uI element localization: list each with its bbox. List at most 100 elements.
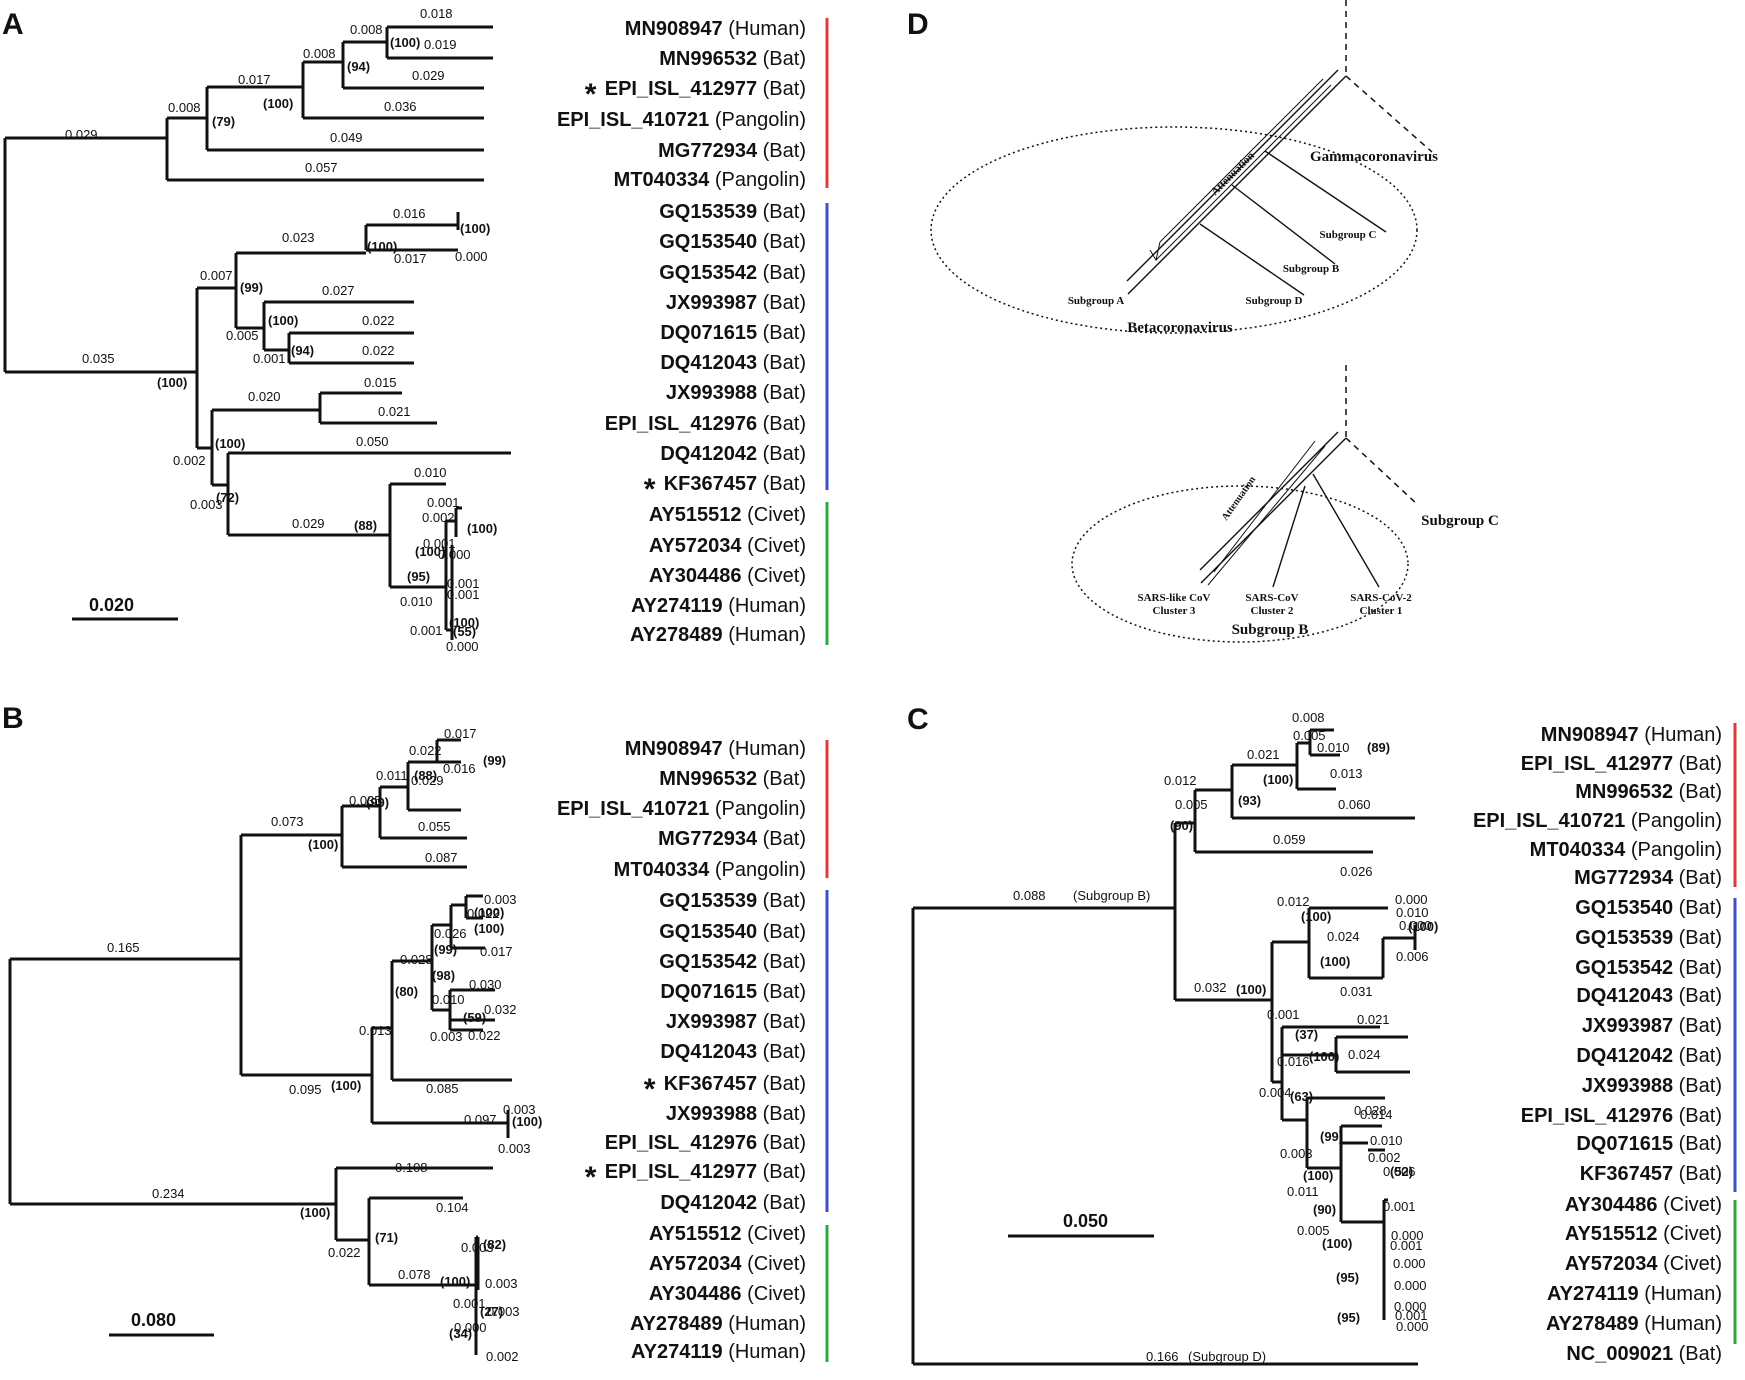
bootstrap-label: (52) xyxy=(1390,1164,1413,1179)
branch-length-label: 0.012 xyxy=(1277,894,1310,909)
branch-length-label: 0.055 xyxy=(418,819,451,834)
tip-label: DQ412043 (Bat) xyxy=(660,1041,806,1063)
tip-label: DQ071615 (Bat) xyxy=(660,981,806,1003)
branch-length-label: 0.035 xyxy=(82,351,115,366)
branch-length-label: 0.022 xyxy=(328,1245,361,1260)
branch-length-label: 0.073 xyxy=(271,814,304,829)
branch-length-label: 0.022 xyxy=(409,743,442,758)
tip-accession: EPI_ISL_412976 xyxy=(605,413,757,435)
branch-length-label: 0.001 xyxy=(427,495,460,510)
tip-label: JX993987 (Bat) xyxy=(1582,1015,1722,1037)
bootstrap-label: (100) xyxy=(300,1205,330,1220)
branch-length-label: 0.017 xyxy=(480,944,513,959)
tip-label: AY572034 (Civet) xyxy=(649,535,806,557)
branch-length-label: 0.078 xyxy=(398,1267,431,1282)
schematic-label: Subgroup B xyxy=(1232,622,1309,638)
tip-label: AY572034 (Civet) xyxy=(649,1253,806,1275)
asterisk-marker: * xyxy=(644,473,656,506)
panel-a-tip-labels: MN908947 (Human)MN996532 (Bat)EPI_ISL_41… xyxy=(557,18,806,646)
tip-label: MN996532 (Bat) xyxy=(659,48,806,70)
panel-c-branch-labels: 0.0080.0050.0100.0210.0130.0120.0600.005… xyxy=(1013,710,1432,1364)
tip-accession: MN908947 xyxy=(1541,724,1639,746)
tip-accession: JX993987 xyxy=(666,1011,757,1033)
tip-accession: DQ412043 xyxy=(1576,985,1673,1007)
bootstrap-label: (72) xyxy=(216,490,239,505)
branch-length-label: 0.001 xyxy=(253,351,286,366)
tip-accession: AY515512 xyxy=(649,504,742,526)
tip-accession: GQ153542 xyxy=(659,951,757,973)
tip-accession: EPI_ISL_412977 xyxy=(605,78,757,100)
branch-length-label: 0.060 xyxy=(1338,797,1371,812)
bootstrap-label: (100) xyxy=(157,375,187,390)
tip-label: JX993987 (Bat) xyxy=(666,292,806,314)
branch-length-label: 0.088 xyxy=(1013,888,1046,903)
tip-label: MN908947 (Human) xyxy=(625,18,806,40)
branch-length-label: 0.029 xyxy=(65,127,98,142)
branch-length-label: 0.008 xyxy=(168,100,201,115)
tip-label: MN996532 (Bat) xyxy=(659,768,806,790)
tip-accession: MG772934 xyxy=(1574,867,1674,889)
tip-accession: KF367457 xyxy=(664,1073,757,1095)
tip-host: (Bat) xyxy=(757,352,806,374)
panel-b-support-labels: (99)(88)(99)(100)(100)(100)(99)(98)(59)(… xyxy=(300,753,542,1341)
tip-host: (Civet) xyxy=(1658,1194,1722,1216)
tip-host: (Pangolin) xyxy=(709,169,806,191)
tip-label: EPI_ISL_412977 (Bat) xyxy=(1521,753,1722,775)
tip-accession: MN908947 xyxy=(625,18,723,40)
branch-length-label: 0.016 xyxy=(1277,1054,1310,1069)
bootstrap-label: (55) xyxy=(453,624,476,639)
tip-label: DQ412043 (Bat) xyxy=(1576,985,1722,1007)
branch-length-label: 0.024 xyxy=(1348,1047,1381,1062)
bootstrap-label: (100) xyxy=(1322,1236,1352,1251)
tip-accession: GQ153542 xyxy=(1575,957,1673,979)
branch-length-label: 0.022 xyxy=(362,313,395,328)
branch-length-label: 0.021 xyxy=(1357,1012,1390,1027)
branch-length-label: 0.001 xyxy=(453,1296,486,1311)
tip-label: MG772934 (Bat) xyxy=(658,140,806,162)
panel-c-support-labels: (89)(100)(93)(90)(100)(100)(100)(100)(37… xyxy=(1170,740,1438,1325)
tip-host: (Civet) xyxy=(1658,1253,1722,1275)
branch-length-label: 0.022 xyxy=(467,906,500,921)
tip-host: (Civet) xyxy=(742,504,806,526)
tip-accession: MN996532 xyxy=(659,48,757,70)
tip-host: (Bat) xyxy=(1673,753,1722,775)
branch-length-label: 0.002 xyxy=(173,453,206,468)
branch-length-label: 0.003 xyxy=(498,1141,531,1156)
branch-length-label: 0.016 xyxy=(443,761,476,776)
tip-label: EPI_ISL_410721 (Pangolin) xyxy=(557,798,806,820)
branch-length-label: 0.011 xyxy=(1287,1184,1319,1199)
tip-accession: AY304486 xyxy=(1565,1194,1658,1216)
tip-accession: GQ153540 xyxy=(659,921,757,943)
branch-length-label: 0.003 xyxy=(484,892,517,907)
tip-label: MT040334 (Pangolin) xyxy=(614,859,806,881)
tip-host: (Pangolin) xyxy=(709,798,806,820)
tip-host: (Pangolin) xyxy=(709,859,806,881)
tip-label: GQ153540 (Bat) xyxy=(1575,897,1722,919)
branch-length-label: 0.000 xyxy=(1391,1228,1424,1243)
tip-accession: JX993988 xyxy=(1582,1075,1673,1097)
schematic-label: Gammacoronavirus xyxy=(1310,149,1438,165)
tip-host: (Bat) xyxy=(757,78,806,100)
tip-accession: AY572034 xyxy=(649,535,743,557)
branch-length-label: 0.032 xyxy=(484,1002,517,1017)
tip-label: AY274119 (Human) xyxy=(631,595,806,617)
schematic-label: SARS-CoV-2 xyxy=(1350,592,1412,604)
branch-length-label: 0.010 xyxy=(1370,1133,1403,1148)
bootstrap-label: (93) xyxy=(1238,793,1261,808)
branch-length-label: 0.017 xyxy=(238,72,271,87)
branch-length-label: 0.003 xyxy=(503,1102,536,1117)
branch-length-label: 0.017 xyxy=(394,251,427,266)
panel-a-branch-labels: 0.0180.0080.0190.0080.0290.0170.0360.008… xyxy=(65,6,488,654)
tip-host: (Bat) xyxy=(1673,897,1722,919)
tip-host: (Bat) xyxy=(757,1132,806,1154)
tip-host: (Bat) xyxy=(757,443,806,465)
branch-length-label: 0.165 xyxy=(107,940,140,955)
bootstrap-label: (100) xyxy=(263,96,293,111)
tip-label: GQ153542 (Bat) xyxy=(659,262,806,284)
tip-accession: MN996532 xyxy=(659,768,757,790)
tip-host: (Bat) xyxy=(1673,1045,1722,1067)
bootstrap-label: (100) xyxy=(449,615,479,630)
bootstrap-label: (99) xyxy=(1320,1129,1343,1144)
bootstrap-label: (100) xyxy=(308,837,338,852)
branch-length-label: 0.019 xyxy=(424,37,457,52)
